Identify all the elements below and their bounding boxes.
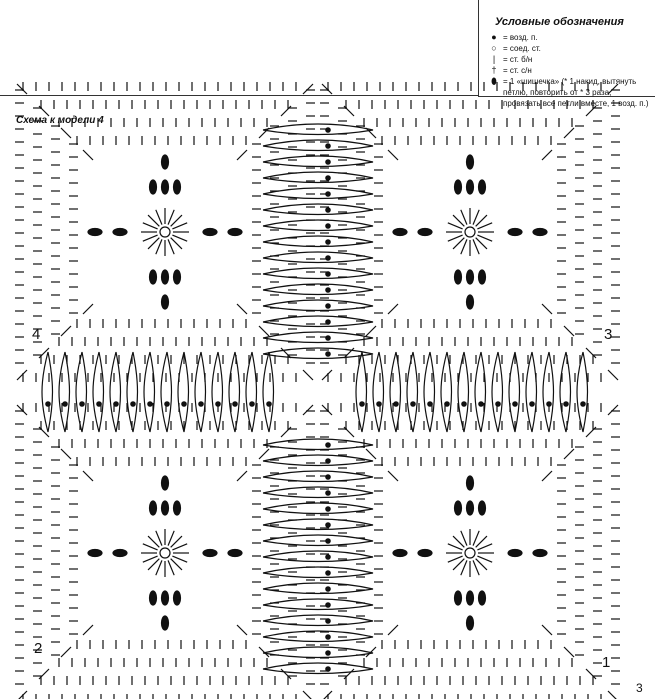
dot-icon: ● [491,32,497,42]
legend-item: †= ст. с/н [489,65,649,76]
legend-item: ●= возд. п. [489,32,649,43]
motif-number-4: 4 [32,326,41,343]
legend-list: ●= возд. п. ○= соед. ст. |= ст. б/н †= с… [489,32,649,109]
join-loops-top [262,123,374,360]
stick-icon: | [492,54,496,64]
header-rule [0,95,478,96]
join-loops-left [41,351,275,433]
motif-top-left [15,82,315,382]
legend-title: Условные обозначения [495,16,624,28]
bobble-icon: ⬮ [491,76,497,86]
legend-item: |= ст. б/н [489,54,649,65]
join-loops-bottom [262,438,374,675]
page-number: 3 [636,681,643,695]
motif-top-right [320,82,620,382]
legend-item: ○= соед. ст. [489,43,649,54]
motif-bottom-left [15,403,315,699]
ring-icon: ○ [491,43,497,53]
motif-number-1: 1 [602,654,611,671]
cross-stick-icon: † [491,65,497,75]
legend-item: ⬮= 1 «шишечка» (* 1 накид, вытянуть петл… [489,76,649,109]
motif-number-3: 3 [604,326,613,343]
legend-box: Условные обозначения ●= возд. п. ○= соед… [478,0,655,108]
join-loops-right [355,351,589,433]
scheme-title: Схема к модели 4 [16,115,104,126]
motif-number-2: 2 [34,640,43,657]
